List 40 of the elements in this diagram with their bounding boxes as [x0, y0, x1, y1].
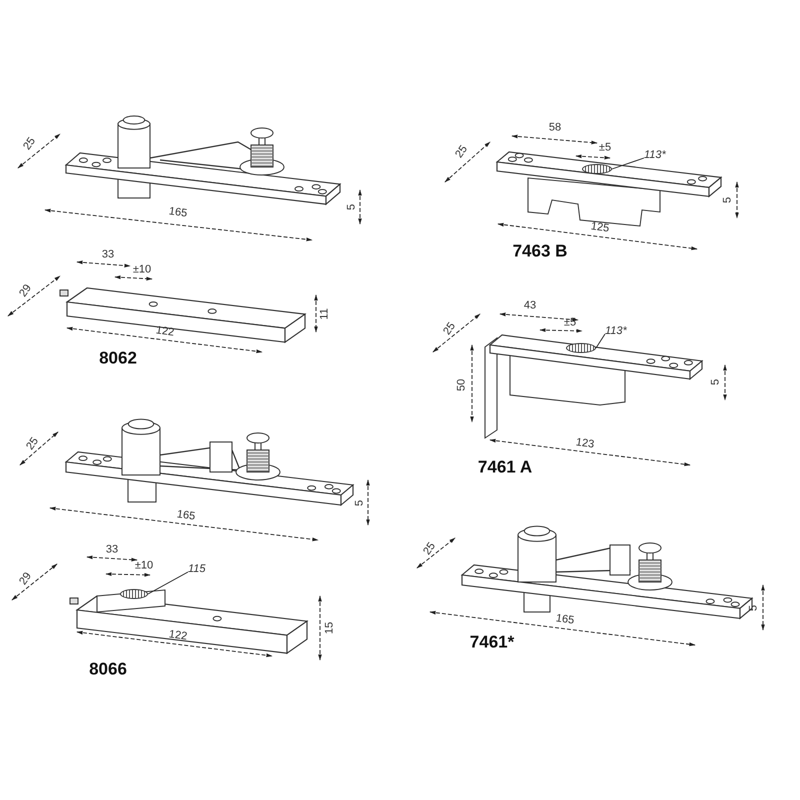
callout-label: 113*: [605, 326, 627, 337]
bore-hole: [120, 589, 148, 599]
dimension-value: 165: [176, 509, 196, 523]
dimension-value: 33: [102, 250, 114, 260]
dimension-value: 5: [346, 204, 358, 210]
dimension-value: 43: [524, 300, 536, 312]
model-number: 7463 B: [512, 242, 568, 260]
dimension-value: 58: [548, 122, 562, 134]
dimension-value: 123: [575, 437, 595, 451]
dimension-value: 15: [324, 622, 336, 634]
dimension-value: 25: [22, 136, 38, 152]
dimension-value: 50: [456, 378, 468, 392]
model-number: 7461*: [470, 634, 514, 650]
dimension-value: 29: [18, 570, 34, 588]
dimension-value: 165: [555, 613, 575, 627]
dimension-value: 5: [722, 196, 734, 204]
dimension-value: 33: [106, 544, 118, 556]
dimension-value: 25: [442, 320, 458, 338]
leader-line: [148, 572, 188, 594]
dimension-value: 29: [18, 282, 34, 300]
dimension-value: ±5: [598, 142, 612, 154]
dimension-value: ±5: [564, 318, 576, 328]
dimension-value: 11: [320, 308, 330, 320]
dimension-value: 25: [24, 436, 42, 452]
model-number: 8062: [99, 350, 137, 366]
dimension-value: 25: [454, 144, 470, 160]
model-number: 7461 A: [478, 458, 532, 476]
callout-label: 115: [188, 564, 206, 575]
leader-line: [612, 158, 644, 170]
leader-line: [596, 334, 606, 348]
dimension-value: 5: [710, 378, 722, 386]
dimension-value: 122: [168, 629, 188, 643]
callout-label: 113*: [644, 150, 666, 161]
dimension-value: 165: [168, 206, 188, 220]
dimension-value: 5: [354, 500, 366, 506]
dimension-value: 25: [422, 540, 438, 558]
dimension-value: 125: [590, 221, 610, 235]
dimension-value: ±10: [134, 560, 154, 572]
model-number: 8066: [89, 660, 127, 678]
dimension-value: ±10: [132, 264, 152, 276]
